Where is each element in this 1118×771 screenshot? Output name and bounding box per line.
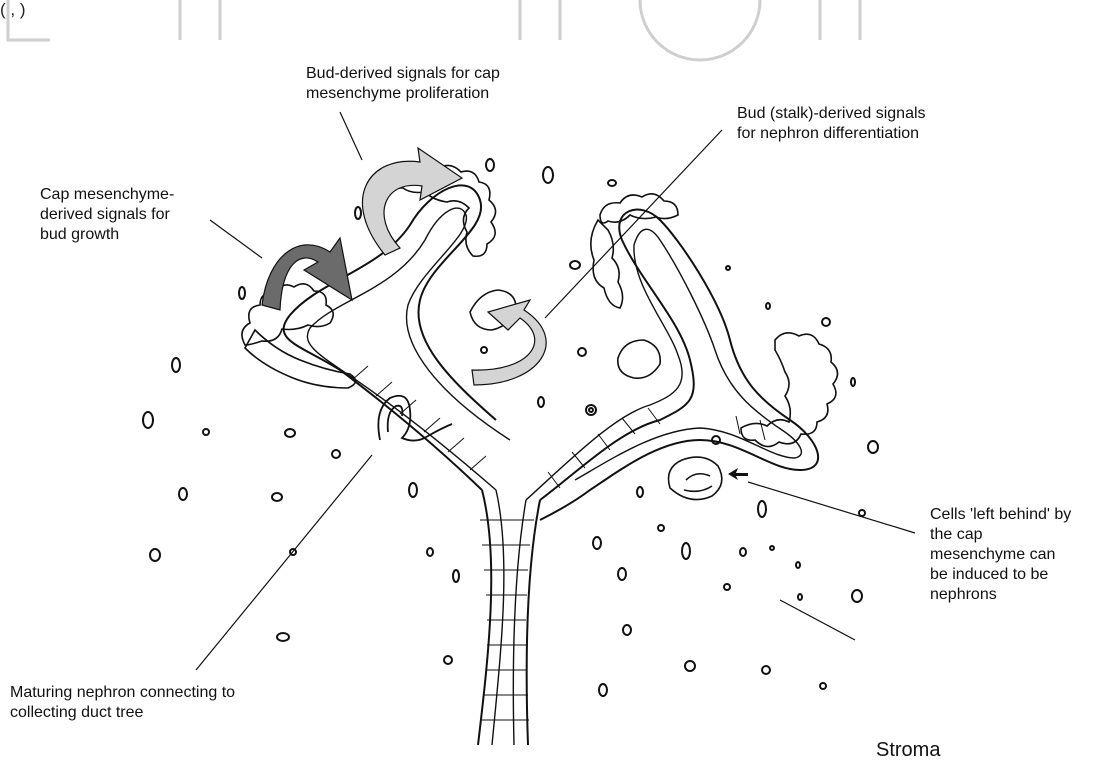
leader-stalk-signals	[545, 130, 722, 318]
label-bud-signals: Bud-derived signals for cap mesenchyme p…	[306, 64, 500, 104]
watermark	[8, 0, 860, 60]
label-stroma: Stroma	[876, 738, 940, 762]
label-left-behind: Cells 'left behind' by the cap mesenchym…	[930, 505, 1071, 605]
leader-cap-signals	[210, 220, 262, 258]
maturing-nephron	[378, 396, 452, 441]
caption-fragment: ( , )	[0, 0, 26, 20]
leader-maturing	[196, 455, 372, 670]
label-cap-signals: Cap mesenchyme- derived signals for bud …	[40, 185, 174, 245]
left-behind-arrow	[728, 468, 748, 480]
leader-lines	[196, 112, 915, 670]
leader-bud-signals	[340, 112, 362, 160]
leader-stroma	[780, 600, 855, 640]
label-maturing: Maturing nephron connecting to collectin…	[10, 683, 235, 723]
label-stalk-signals: Bud (stalk)-derived signals for nephron …	[737, 104, 926, 144]
leader-left-behind	[748, 482, 915, 533]
stroma-cells	[143, 159, 878, 696]
stalk-signal-arrow	[472, 300, 546, 385]
